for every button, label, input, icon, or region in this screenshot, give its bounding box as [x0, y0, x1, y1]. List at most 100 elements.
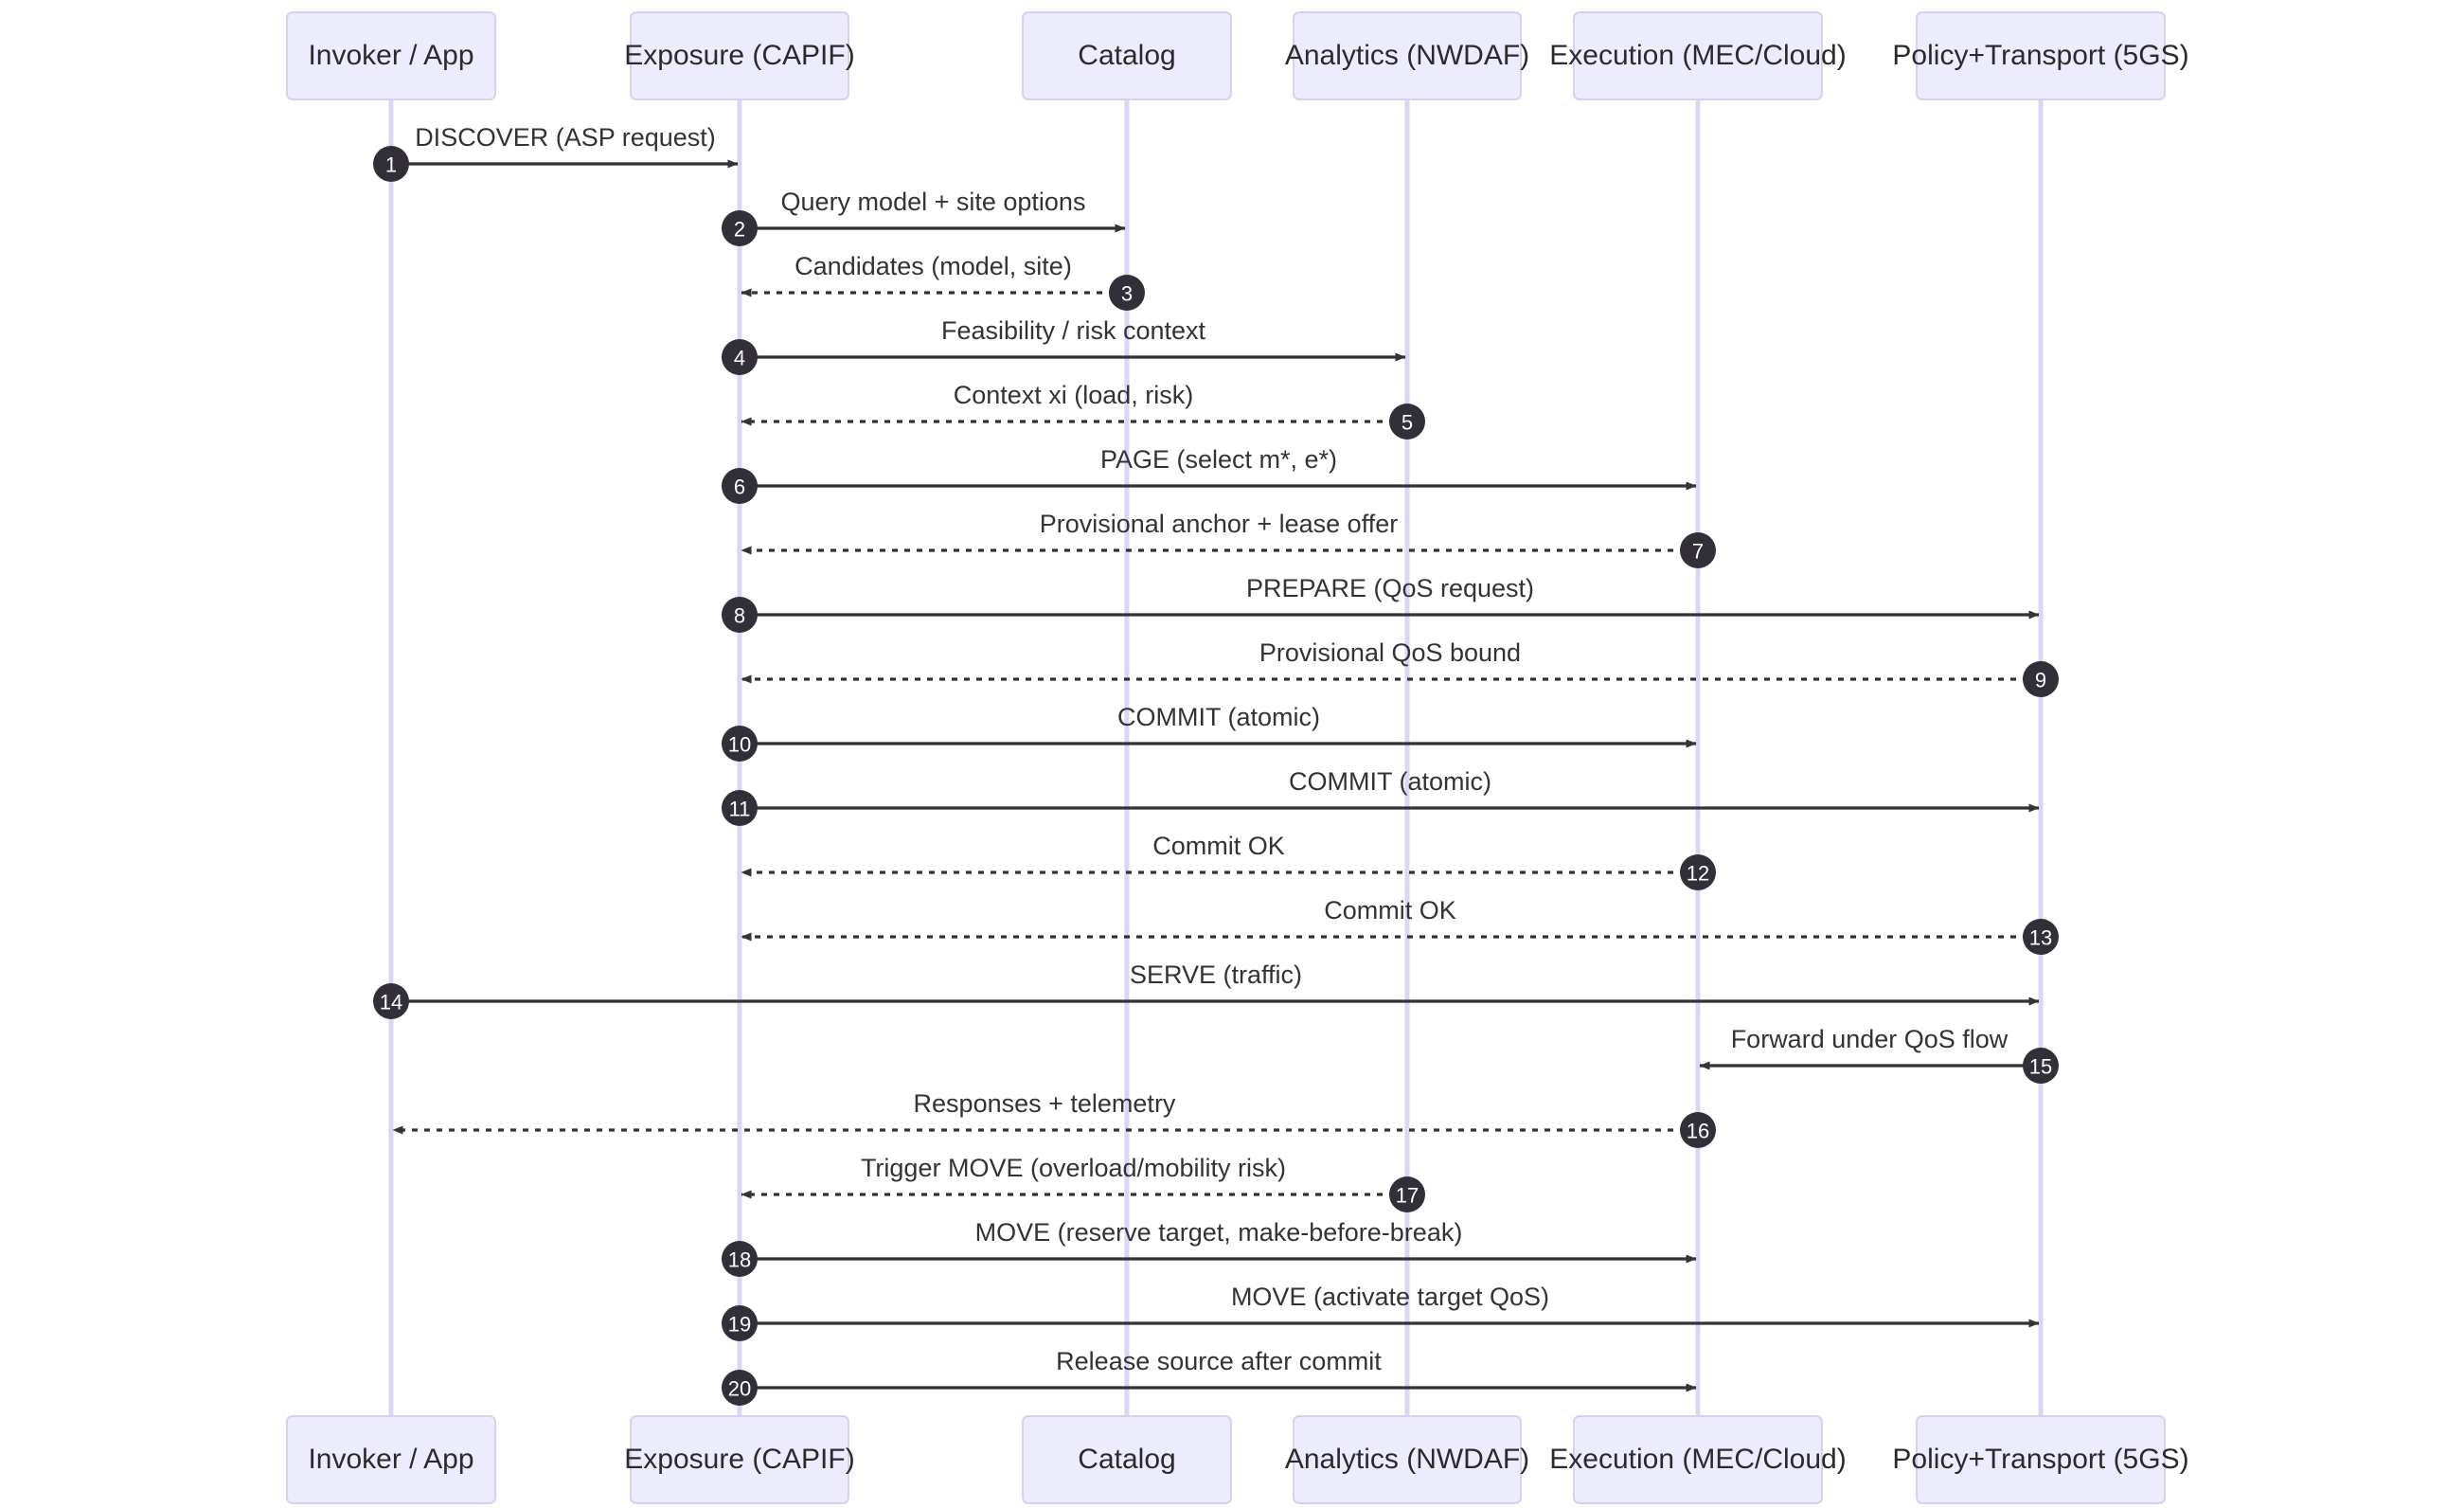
message-sequence-badge	[1389, 1176, 1425, 1212]
message-6: PAGE (select m*, e*) 6	[722, 445, 1697, 504]
message-sequence-badge	[373, 146, 409, 182]
message-18: MOVE (reserve target, make-before-break)…	[722, 1218, 1697, 1277]
participant-box-shape	[286, 1415, 496, 1504]
message-sequence-number: 3	[1121, 282, 1133, 306]
message-8: PREPARE (QoS request)8	[722, 574, 2040, 633]
message-sequence-badge	[722, 468, 758, 504]
participant-box-shape	[1022, 1415, 1232, 1504]
message-label: Commit OK	[1324, 896, 1456, 925]
message-label: MOVE (activate target QoS)	[1231, 1283, 1549, 1311]
message-sequence-badge	[722, 339, 758, 375]
message-sequence-number: 10	[728, 733, 751, 757]
participant-box-shape	[1916, 11, 2166, 100]
participant-label: Analytics (NWDAF)	[1285, 1444, 1529, 1475]
message-sequence-number: 12	[1687, 862, 1709, 886]
message-sequence-number: 18	[728, 1248, 751, 1272]
participant-bottom-exposure[interactable]: Exposure (CAPIF)	[624, 1415, 855, 1504]
participant-top-execution[interactable]: Execution (MEC/Cloud)	[1549, 11, 1847, 100]
message-sequence-badge	[722, 726, 758, 762]
participant-label: Catalog	[1078, 1444, 1175, 1475]
participant-label: Policy+Transport (5GS)	[1892, 1444, 2188, 1475]
message-sequence-badge	[722, 597, 758, 633]
message-14: SERVE (traffic)14	[373, 960, 2040, 1019]
message-10: COMMIT (atomic) 10	[722, 703, 1697, 762]
participant-top-exposure[interactable]: Exposure (CAPIF)	[624, 11, 855, 100]
message-sequence-number: 20	[728, 1377, 751, 1401]
message-sequence-badge	[1389, 404, 1425, 440]
participants-bottom-layer: Invoker / App Exposure (CAPIF) Catalog Anal…	[286, 1415, 2189, 1504]
message-sequence-number: 13	[2029, 926, 2052, 950]
message-label: Release source after commit	[1056, 1347, 1382, 1375]
message-sequence-badge	[722, 1305, 758, 1341]
message-label: Feasibility / risk context	[941, 316, 1206, 345]
message-9: Provisional QoS bound 9	[741, 638, 2059, 697]
message-label: Candidates (model, site)	[795, 252, 1072, 280]
message-17: Trigger MOVE (overload/mobility risk)17	[741, 1154, 1425, 1212]
message-sequence-badge	[1680, 854, 1716, 890]
message-sequence-badge	[2023, 661, 2059, 697]
participant-bottom-invoker[interactable]: Invoker / App	[286, 1415, 496, 1504]
message-sequence-number: 6	[734, 476, 745, 499]
participant-box-shape	[286, 11, 496, 100]
message-label: COMMIT (atomic)	[1117, 703, 1320, 731]
message-sequence-badge	[1109, 275, 1145, 311]
message-label: Query model + site options	[781, 188, 1086, 216]
message-16: Responses + telemetry 16	[392, 1089, 1716, 1148]
participant-box-shape	[1293, 1415, 1522, 1504]
message-sequence-badge	[722, 790, 758, 826]
participant-box-shape	[1293, 11, 1522, 100]
participant-label: Exposure (CAPIF)	[624, 40, 854, 71]
participant-bottom-analytics[interactable]: Analytics (NWDAF)	[1285, 1415, 1529, 1504]
message-sequence-number: 17	[1396, 1184, 1419, 1208]
message-label: Provisional anchor + lease offer	[1040, 510, 1398, 538]
message-sequence-number: 8	[734, 604, 745, 628]
message-label: PAGE (select m*, e*)	[1100, 445, 1337, 474]
message-20: Release source after commit 20	[722, 1347, 1697, 1406]
message-sequence-number: 9	[2035, 669, 2046, 692]
participant-label: Catalog	[1078, 40, 1175, 71]
participant-box-shape	[1573, 1415, 1823, 1504]
participant-box-shape	[630, 1415, 849, 1504]
participant-label: Analytics (NWDAF)	[1285, 40, 1529, 71]
participant-label: Execution (MEC/Cloud)	[1549, 40, 1846, 71]
message-label: MOVE (reserve target, make-before-break)	[975, 1218, 1463, 1247]
message-4: Feasibility / risk context 4	[722, 316, 1406, 375]
message-5: Context xi (load, risk)5	[741, 381, 1425, 440]
message-sequence-number: 14	[380, 991, 402, 1014]
message-2: Query model + site options 2	[722, 188, 1126, 246]
message-sequence-badge	[722, 1241, 758, 1277]
participant-top-analytics[interactable]: Analytics (NWDAF)	[1285, 11, 1529, 100]
participant-top-catalog[interactable]: Catalog	[1022, 11, 1232, 100]
message-19: MOVE (activate target QoS)19	[722, 1283, 2040, 1341]
message-label: Responses + telemetry	[914, 1089, 1176, 1118]
message-sequence-badge	[2023, 1048, 2059, 1084]
message-label: COMMIT (atomic)	[1289, 767, 1491, 796]
message-label: Context xi (load, risk)	[954, 381, 1194, 409]
message-label: DISCOVER (ASP request)	[415, 123, 716, 152]
message-label: Provisional QoS bound	[1259, 638, 1521, 667]
message-sequence-badge	[2023, 919, 2059, 955]
message-sequence-number: 16	[1687, 1120, 1709, 1143]
participant-bottom-catalog[interactable]: Catalog	[1022, 1415, 1232, 1504]
lifelines-layer	[388, 99, 2044, 1416]
message-sequence-number: 1	[385, 153, 397, 177]
message-sequence-number: 11	[729, 798, 751, 821]
message-label: Forward under QoS flow	[1731, 1025, 2009, 1053]
participant-bottom-policy[interactable]: Policy+Transport (5GS)	[1892, 1415, 2189, 1504]
message-sequence-number: 2	[734, 218, 745, 242]
message-1: DISCOVER (ASP request) 1	[373, 123, 739, 182]
participant-box-shape	[1022, 11, 1232, 100]
message-sequence-number: 15	[2029, 1055, 2052, 1079]
participants-top-layer: Invoker / App Exposure (CAPIF) Catalog Anal…	[286, 11, 2189, 100]
participant-top-policy[interactable]: Policy+Transport (5GS)	[1892, 11, 2189, 100]
participant-bottom-execution[interactable]: Execution (MEC/Cloud)	[1549, 1415, 1847, 1504]
participant-label: Invoker / App	[308, 40, 473, 71]
message-11: COMMIT (atomic) 11	[722, 767, 2040, 826]
participant-top-invoker[interactable]: Invoker / App	[286, 11, 496, 100]
message-sequence-number: 4	[734, 347, 745, 370]
message-sequence-badge	[373, 983, 409, 1019]
message-sequence-badge	[1680, 532, 1716, 568]
